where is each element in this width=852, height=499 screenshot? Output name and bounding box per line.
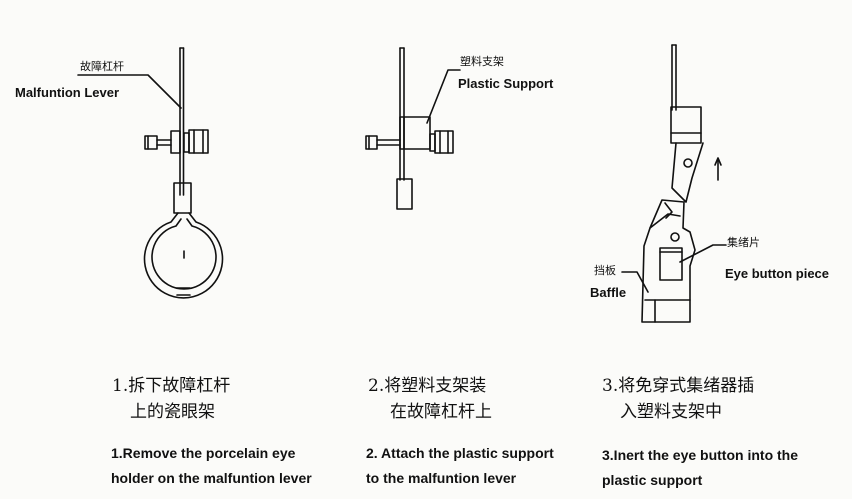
step2-caption-en-line1: 2. Attach the plastic support [366,445,554,461]
step3-caption-cn-line2: 入塑料支架中 [620,402,722,422]
eye-button-piece-label-cn: 集绪片 [727,236,760,249]
panel2-drawing [365,47,461,210]
step1-caption-en-line2: holder on the malfuntion lever [111,470,312,486]
step2-caption-cn-line1: 2.将塑料支架装 [368,376,487,396]
step1-caption-cn-line1: 1.拆下故障杠杆 [112,376,231,396]
step2-caption-en-line2: to the malfuntion lever [366,470,517,486]
baffle-label-en: Baffle [590,285,627,300]
step2-caption-cn-line2: 在故障杠杆上 [390,402,492,422]
bolt-icon [144,129,209,154]
eye-button-piece-label-en: Eye button piece [725,266,830,281]
malfunction-lever-label-en: Malfuntion Lever [15,85,120,100]
bolt-icon [365,130,454,154]
panel3-drawing [621,44,727,323]
up-arrow-icon [714,157,722,181]
baffle-label-cn: 挡板 [594,264,616,277]
step3-caption-en-line2: plastic support [602,472,703,488]
panel1-drawing [77,47,224,299]
malfunction-lever-label-cn: 故障杠杆 [80,60,124,73]
step3-caption-en-line1: 3.Inert the eye button into the [602,447,799,463]
plastic-support-label-en: Plastic Support [458,76,554,91]
step1-caption-cn-line2: 上的瓷眼架 [130,402,215,422]
step3-caption-cn-line1: 3.将免穿式集绪器插 [602,376,755,396]
step1-caption-en-line1: 1.Remove the porcelain eye [111,445,296,461]
plastic-support-label-cn: 塑料支架 [460,55,504,68]
